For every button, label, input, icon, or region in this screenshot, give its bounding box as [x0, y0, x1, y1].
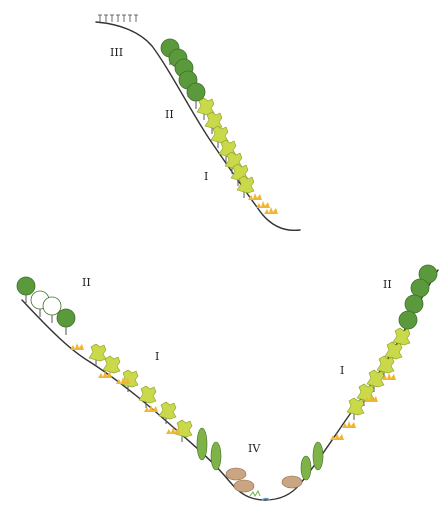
- tree-crown: [405, 295, 423, 313]
- zone-label-ii-right: II: [383, 278, 392, 291]
- zone-label-ii-left: II: [82, 276, 91, 289]
- shrub-crown: [385, 342, 402, 359]
- alpine-grass-icon: [116, 15, 120, 22]
- shrub-crown: [367, 370, 384, 387]
- top-slope-ground-line: [96, 22, 300, 230]
- valley-right-vegetation: [301, 265, 437, 480]
- zone-label-iii: III: [110, 46, 123, 59]
- shrub-crown: [205, 112, 222, 129]
- zone-label-i-right: I: [340, 364, 344, 377]
- round-tree: [57, 309, 75, 335]
- alpine-grass-icon: [98, 15, 102, 22]
- top-slope-profile: III II I: [96, 15, 300, 230]
- grass-tuft: [264, 207, 278, 214]
- tree-crown: [43, 297, 61, 315]
- valley-floor-features: [226, 468, 302, 500]
- shrub: [237, 176, 254, 198]
- shrub-crown: [377, 356, 394, 373]
- zone-label-ii-top: II: [165, 108, 174, 121]
- alpine-grass-icon: [122, 15, 126, 22]
- tree-crown: [411, 279, 429, 297]
- tree-crown: [399, 311, 417, 329]
- alpine-grass-icon: [134, 15, 138, 22]
- shrub-crown: [139, 386, 156, 403]
- grass-tuft: [248, 193, 262, 200]
- valley-left-vegetation: [17, 277, 221, 470]
- grass-tuft: [256, 201, 270, 208]
- zone-label-iv: IV: [248, 442, 261, 455]
- riparian-grass: [250, 491, 260, 496]
- boulder: [234, 480, 254, 492]
- tree-crown: [187, 83, 205, 101]
- shrub-crown: [103, 356, 120, 373]
- columnar-tree: [313, 442, 323, 470]
- grass-tuft: [166, 427, 180, 434]
- columnar-tree: [197, 428, 207, 460]
- shrub-crown: [237, 176, 254, 193]
- alpine-grass-icon: [110, 15, 114, 22]
- boulder: [282, 476, 302, 488]
- shrub: [159, 402, 176, 424]
- shrub-crown: [175, 420, 192, 437]
- columnar-tree: [301, 456, 311, 480]
- shrub: [347, 398, 364, 420]
- shrub-crown: [393, 328, 410, 345]
- alpine-grass-icon: [104, 15, 108, 22]
- tree-crown: [17, 277, 35, 295]
- top-slope-vegetation: [161, 39, 278, 214]
- tree-crown: [57, 309, 75, 327]
- zone-label-i-left: I: [155, 350, 159, 363]
- valley-profile: II I IV I II: [17, 265, 438, 500]
- zone-label-i-top: I: [204, 170, 208, 183]
- grass-tuft: [70, 343, 84, 350]
- top-slope-grass-tufts: [98, 15, 138, 22]
- shrub-crown: [89, 344, 106, 361]
- grass-tuft: [330, 433, 344, 440]
- shrub-crown: [159, 402, 176, 419]
- alpine-grass-icon: [128, 15, 132, 22]
- shrub-crown: [347, 398, 364, 415]
- boulder: [226, 468, 246, 480]
- columnar-tree: [211, 442, 221, 470]
